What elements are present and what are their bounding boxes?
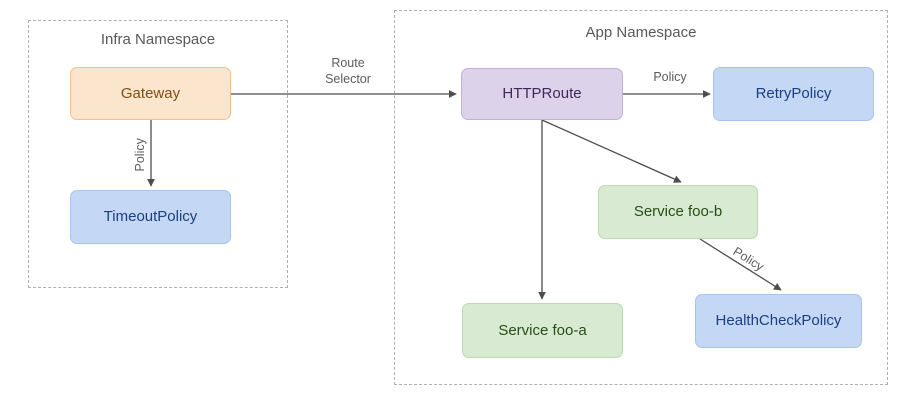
- node-healthcheckpolicy-label: HealthCheckPolicy: [715, 312, 842, 330]
- node-servicefooa[interactable]: Service foo-a: [462, 303, 623, 358]
- node-httproute-label: HTTPRoute: [502, 85, 582, 103]
- node-healthcheckpolicy[interactable]: HealthCheckPolicy: [695, 294, 862, 348]
- edge-label-httproute-policy: Policy: [653, 70, 687, 84]
- node-httproute[interactable]: HTTPRoute: [461, 68, 623, 120]
- namespace-box-app: [394, 10, 888, 385]
- node-gateway-label: Gateway: [120, 84, 181, 102]
- namespace-title-infra: Infra Namespace: [100, 31, 216, 48]
- node-retrypolicy-label: RetryPolicy: [755, 85, 832, 103]
- edge-label-gateway-policy: Policy: [133, 138, 148, 172]
- node-gateway[interactable]: Gateway: [70, 67, 231, 120]
- node-timeoutpolicy-label: TimeoutPolicy: [103, 208, 198, 226]
- edge-label-route-selector-line2: Selector: [325, 71, 371, 86]
- node-servicefoob-label: Service foo-b: [633, 203, 723, 221]
- namespace-title-app: App Namespace: [585, 24, 697, 41]
- edge-label-route-selector-line1: Route: [331, 56, 365, 70]
- node-servicefooa-label: Service foo-a: [498, 321, 587, 339]
- node-servicefoob[interactable]: Service foo-b: [598, 185, 758, 239]
- node-timeoutpolicy[interactable]: TimeoutPolicy: [70, 190, 231, 244]
- node-retrypolicy[interactable]: RetryPolicy: [713, 67, 874, 121]
- namespace-box-infra: [28, 20, 288, 288]
- edge-label-route-selector: Route Selector: [298, 56, 398, 87]
